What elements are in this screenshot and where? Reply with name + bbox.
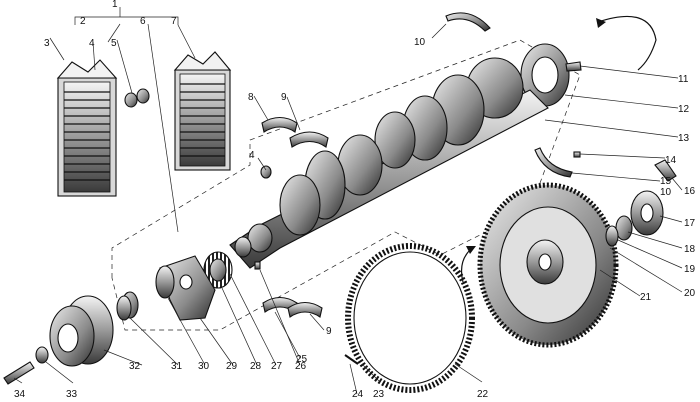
label-21: 21 xyxy=(640,292,652,303)
label-2: 2 xyxy=(80,16,86,27)
main-bearing-shells-top xyxy=(261,116,329,148)
label-19: 19 xyxy=(684,264,696,275)
label-25: 25 xyxy=(296,354,308,365)
key-bushing xyxy=(260,165,272,179)
rotation-arrow-top xyxy=(597,15,657,71)
label-27: 27 xyxy=(271,361,283,372)
thrust-half-ring-mid xyxy=(534,147,573,178)
label-14: 14 xyxy=(665,155,677,166)
label-13: 13 xyxy=(678,133,690,144)
pulley-washer xyxy=(35,346,49,364)
rotation-arrow-flywheel xyxy=(460,249,471,283)
label-8: 8 xyxy=(248,92,254,103)
label-9-top: 9 xyxy=(281,92,287,103)
label-18: 18 xyxy=(684,244,696,255)
label-33: 33 xyxy=(66,389,78,400)
label-4-top: 4 xyxy=(89,38,95,49)
thrust-washer xyxy=(155,265,175,299)
label-15: 15 xyxy=(660,176,672,187)
label-22: 22 xyxy=(477,389,489,400)
label-12: 12 xyxy=(678,104,690,115)
label-10-top: 10 xyxy=(414,37,426,48)
thrust-half-ring-top xyxy=(445,12,491,32)
crankshaft-pulley xyxy=(49,295,114,367)
main-bearing-shells-bottom xyxy=(262,296,323,318)
label-3: 3 xyxy=(44,38,50,49)
key xyxy=(254,261,261,270)
label-26: 26 xyxy=(295,361,307,372)
ring-gear-bolt xyxy=(344,354,359,365)
locating-pin xyxy=(573,151,581,158)
spacer-ring xyxy=(605,225,619,247)
bearing-shells-box-left xyxy=(56,59,118,197)
label-24: 24 xyxy=(352,389,364,400)
label-5: 5 xyxy=(111,38,117,49)
bushing-pair xyxy=(124,88,150,108)
box-left-stack xyxy=(63,81,111,193)
label-11: 11 xyxy=(678,74,689,85)
label-29: 29 xyxy=(226,361,238,372)
pulley-bolt xyxy=(3,361,35,385)
bearing-shells-box-right xyxy=(173,51,232,171)
label-7: 7 xyxy=(171,16,177,27)
label-34: 34 xyxy=(14,389,26,400)
label-30: 30 xyxy=(198,361,210,372)
kit-boundary-dashed xyxy=(111,39,581,331)
label-9-bottom: 9 xyxy=(326,326,332,337)
flywheel-ring-gear xyxy=(345,243,475,393)
label-32: 32 xyxy=(129,361,141,372)
label-16: 16 xyxy=(684,186,696,197)
label-23: 23 xyxy=(373,389,385,400)
label-4-mid: 4 xyxy=(249,150,255,161)
leader-lines xyxy=(13,7,683,395)
label-17: 17 xyxy=(684,218,696,229)
dowel-pin xyxy=(565,61,582,72)
crankshaft xyxy=(229,57,549,269)
flywheel xyxy=(477,182,619,348)
label-20: 20 xyxy=(684,288,696,299)
label-1: 1 xyxy=(112,0,118,10)
label-6: 6 xyxy=(140,16,146,27)
label-28: 28 xyxy=(250,361,262,372)
label-10-mid: 10 xyxy=(660,187,672,198)
label-31: 31 xyxy=(171,361,183,372)
flywheel-bolt xyxy=(654,159,677,182)
